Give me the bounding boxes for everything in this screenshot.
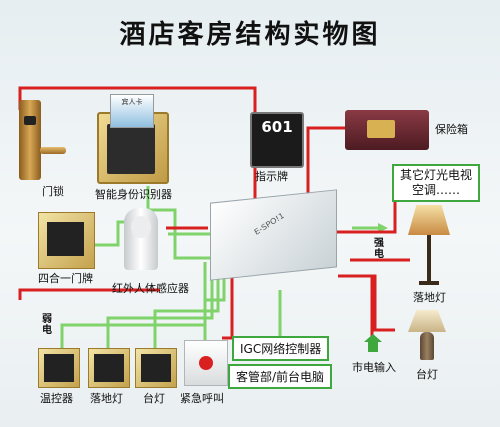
room-card-icon: 宾人卡 [110, 94, 154, 128]
igc-controller-box: IGC网络控制器 [232, 336, 330, 361]
controller-box-icon: E-SPO!1 [210, 189, 337, 281]
desk-lamp-label: 台灯 [416, 368, 438, 381]
thermostat-icon [38, 348, 80, 388]
pir-sensor-icon [124, 208, 158, 270]
indicator-number: 601 [261, 118, 293, 136]
weak-line-desklamp-sw [153, 270, 220, 348]
door-lock-label: 门锁 [42, 185, 64, 198]
desk-lamp-icon [406, 310, 448, 360]
floor-lamp-label: 落地灯 [413, 291, 446, 304]
room-card-label: 宾人卡 [121, 98, 143, 106]
weak-line-thermostat [60, 262, 207, 348]
safe-icon [345, 110, 429, 150]
door-lock-icon [16, 100, 66, 180]
controller-logo: E-SPO!1 [252, 211, 286, 237]
pir-sensor-label: 红外人体感应器 [112, 282, 189, 295]
indicator-panel-icon: 601 [250, 112, 304, 168]
weak-current-tag: 弱电 [42, 314, 52, 336]
door-sign-label: 四合一门牌 [38, 272, 93, 285]
emergency-call-icon [184, 340, 228, 386]
desk-lamp-switch-icon [135, 348, 177, 388]
mains-arrow [364, 334, 382, 352]
front-desk-box: 客管部/前台电脑 [228, 364, 333, 389]
id-reader-label: 智能身份识别器 [95, 188, 172, 201]
door-sign-icon [38, 212, 95, 269]
desk-lamp-switch-label: 台灯 [143, 392, 165, 405]
weak-line-floorlamp-sw [106, 266, 214, 348]
floor-lamp-icon [408, 205, 450, 285]
diagram-title: 酒店客房结构实物图 [119, 20, 381, 50]
weak-line-reader [146, 186, 210, 260]
emergency-call-label: 紧急呼叫 [180, 392, 224, 405]
weak-current-lines [60, 186, 388, 348]
thermostat-label: 温控器 [40, 392, 73, 405]
mains-input-label: 市电输入 [352, 361, 396, 374]
floor-lamp-switch-icon [88, 348, 130, 388]
strong-line-left [18, 288, 160, 300]
strong-current-tag: 强电 [374, 238, 384, 260]
other-appliances-box: 其它灯光电视 空调…… [392, 164, 481, 202]
safe-label: 保险箱 [435, 123, 468, 136]
weak-line-emergency [203, 272, 226, 345]
indicator-label: 指示牌 [255, 170, 288, 183]
strong-line-desklamp [338, 274, 395, 332]
floor-lamp-switch-label: 落地灯 [90, 392, 123, 405]
